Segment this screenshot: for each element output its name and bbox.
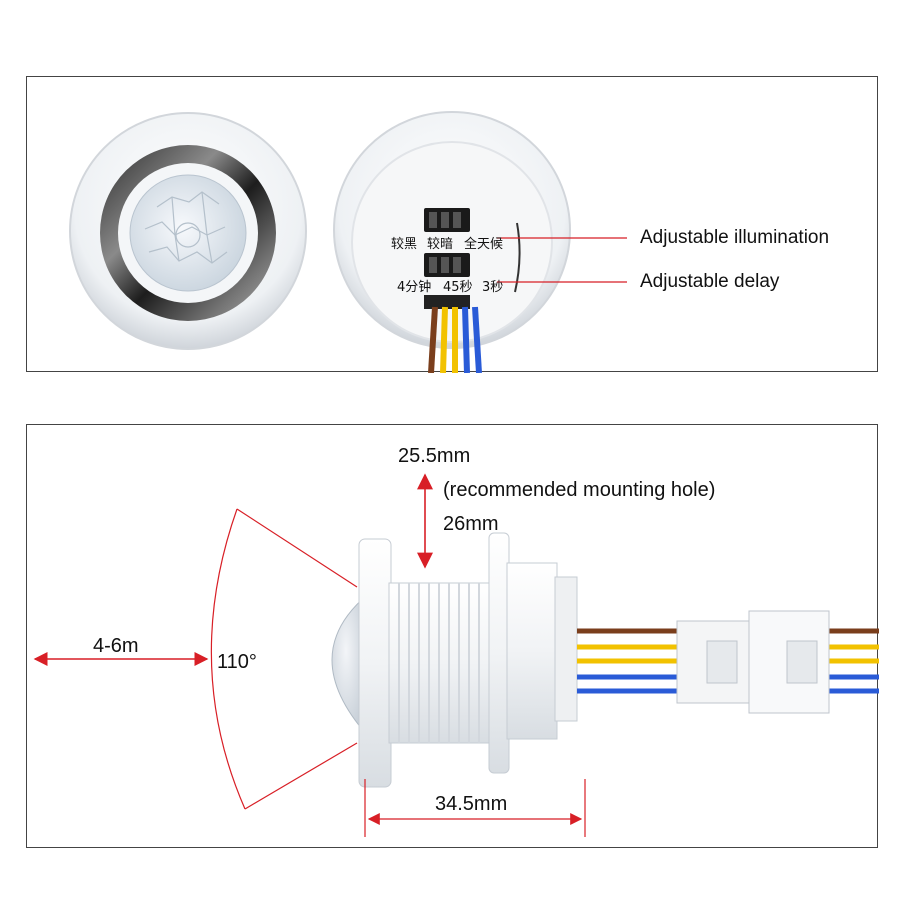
switch-label-45s: 45秒	[443, 280, 473, 295]
switch-label-dim: 较暗	[427, 237, 454, 252]
callout-adjustable-illumination: Adjustable illumination	[640, 227, 830, 248]
wire-connector	[676, 610, 830, 714]
hole-note: (recommended mounting hole)	[443, 479, 716, 501]
length-label: 34.5mm	[435, 793, 508, 815]
switch-label-4min: 4分钟	[397, 280, 432, 295]
detection-angle	[210, 508, 358, 810]
hole-size-b: 26mm	[443, 513, 499, 535]
sensor-back-view	[333, 111, 571, 373]
switch-label-3s: 3秒	[482, 280, 504, 295]
sensor-front-view	[69, 112, 307, 350]
hole-size-a: 25.5mm	[398, 445, 471, 467]
bottom-dimension-panel: 25.5mm (recommended mounting hole) 26mm …	[26, 424, 879, 848]
range-label: 4-6m	[93, 635, 139, 657]
lock-nut	[488, 532, 510, 774]
switch-label-all-day: 全天候	[464, 237, 504, 252]
wire-bundle	[577, 628, 879, 694]
top-product-photo	[69, 111, 627, 373]
switch-label-darker: 较黑	[391, 237, 418, 252]
length-dimension	[364, 779, 586, 837]
angle-label: 110°	[217, 651, 257, 673]
threaded-body	[388, 582, 494, 744]
rear-housing	[506, 562, 558, 740]
front-flange	[358, 538, 392, 788]
callout-adjustable-delay: Adjustable delay	[640, 271, 780, 292]
dimension-diagram	[33, 473, 879, 837]
top-product-panel: 较黑 较暗 全天候 4分钟 45秒 3秒 Adjustable illumina…	[26, 76, 878, 373]
